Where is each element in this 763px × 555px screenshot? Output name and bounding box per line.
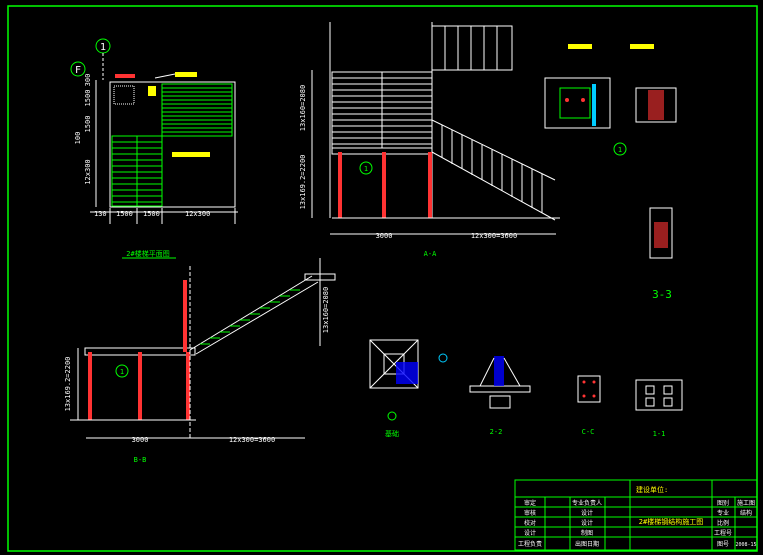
tb-left-0: 审定 xyxy=(524,499,536,507)
section-11: 1-1 xyxy=(635,379,683,438)
elev-b-bdim-3600: 12x300=3600 xyxy=(229,436,275,444)
detail-bubble-b: 1 xyxy=(120,368,124,376)
tb-project-label: 建设单位: xyxy=(636,485,668,494)
plan-outline xyxy=(109,81,236,208)
elev-a-bdim-3000: 3000 xyxy=(376,232,393,240)
elev-b-bdim-3000: 3000 xyxy=(132,436,149,444)
tb-mid-3: 制图 xyxy=(581,529,593,537)
tb-left-1: 审核 xyxy=(524,509,536,517)
detail-33-label: 3-3 xyxy=(652,288,672,301)
detail-bubble-c: 1 xyxy=(618,146,622,154)
tb-rl-2: 比例 xyxy=(717,519,729,527)
elev-a-label: A-A xyxy=(424,250,437,258)
tb-rl-4: 图号 xyxy=(717,541,729,548)
elev-b-dim-left: 13x169.2=2200 xyxy=(64,357,72,412)
elev-a-bdim-3600: 12x300=3600 xyxy=(471,232,517,240)
column-a1 xyxy=(338,152,342,218)
tb-mid-1: 设计 xyxy=(581,509,593,517)
detail-bubble-a: 1 xyxy=(364,165,368,173)
plan-dim-total: 100 xyxy=(74,132,82,145)
section-cc: C-C xyxy=(577,375,601,436)
axis-f-label: F xyxy=(75,65,81,76)
upper-treads xyxy=(331,71,433,149)
tb-rv-4: 2008-15 xyxy=(735,542,756,548)
tb-left-4: 工程负责 xyxy=(518,540,542,548)
tb-rv-1: 结构 xyxy=(740,509,752,517)
plan-bdim-1500a: 1500 xyxy=(116,210,133,218)
callout-tag-2 xyxy=(172,152,210,157)
tb-left-2: 校对 xyxy=(524,519,536,527)
column-b2 xyxy=(138,352,142,420)
axis-bubble-f xyxy=(70,61,86,77)
elevation-b: 1 13x169.2=2200 13x160=2080 3000 12x300=… xyxy=(64,258,336,464)
tb-rl-0: 图别 xyxy=(717,499,729,507)
column-b1 xyxy=(88,352,92,420)
plan-bdim-1500b: 1500 xyxy=(143,210,160,218)
elev-b-label: B-B xyxy=(134,456,147,464)
landing-hatch xyxy=(113,85,135,105)
elev-a-dim-lower: 13x169.2=2200 xyxy=(299,155,307,210)
stringer-b xyxy=(189,275,313,351)
tb-rl-1: 专业 xyxy=(717,509,729,517)
plan-dim-1500a: 1500 xyxy=(84,90,92,107)
tb-mid-2: 设计 xyxy=(581,519,593,527)
tb-rl-3: 工程号 xyxy=(714,529,732,537)
elev-b-dim-right: 13x160=2080 xyxy=(322,287,330,333)
stringer-lower xyxy=(431,151,556,221)
tb-left-3: 设计 xyxy=(524,529,536,537)
tb-mid-0: 专业负责人 xyxy=(572,499,602,507)
plan-title: 2#楼梯平面图 xyxy=(126,249,169,258)
tb-mid-4: 出图日期 xyxy=(575,540,599,548)
lower-flight xyxy=(111,135,163,207)
plan-dim-300: 300 xyxy=(84,74,92,87)
column-a2 xyxy=(382,152,386,218)
plan-dim-12x300: 12x300 xyxy=(84,159,92,184)
title-block: 建设单位: 2#楼梯钢结构施工图 审定 审核 校对 设计 工程负责 专业负责人 … xyxy=(514,479,758,551)
upper-flight xyxy=(161,83,233,137)
stair-plan: 1 F xyxy=(70,38,238,259)
elev-a-dim-upper: 13x160=2080 xyxy=(299,85,307,131)
drawing-frame xyxy=(7,5,758,552)
detail-connection-top: 1 3-3 xyxy=(544,44,677,301)
axis-1-label: 1 xyxy=(100,42,106,53)
handrail xyxy=(431,119,556,181)
foundation-label: 基础 xyxy=(385,429,399,438)
column-b3 xyxy=(186,352,190,420)
detail-22-label: 2-2 xyxy=(490,428,503,436)
plan-dim-1500b: 1500 xyxy=(84,116,92,133)
plan-bdim-12x300: 12x300 xyxy=(185,210,210,218)
section-22: 2-2 xyxy=(469,356,531,436)
column-a3 xyxy=(428,152,432,218)
detail-cc-label: C-C xyxy=(582,428,595,436)
tb-drawing-title: 2#楼梯钢结构施工图 xyxy=(639,517,703,526)
elevation-a: 1 13x160=2080 13x169.2=2200 3000 12x300=… xyxy=(299,22,560,258)
callout-tag xyxy=(148,86,156,96)
detail-11-label: 1-1 xyxy=(653,430,666,438)
foundation-detail: 基础 xyxy=(369,339,448,438)
plan-bdim-130: 130 xyxy=(94,210,107,218)
tb-rv-0: 施工图 xyxy=(737,499,755,507)
red-tag xyxy=(115,74,135,78)
